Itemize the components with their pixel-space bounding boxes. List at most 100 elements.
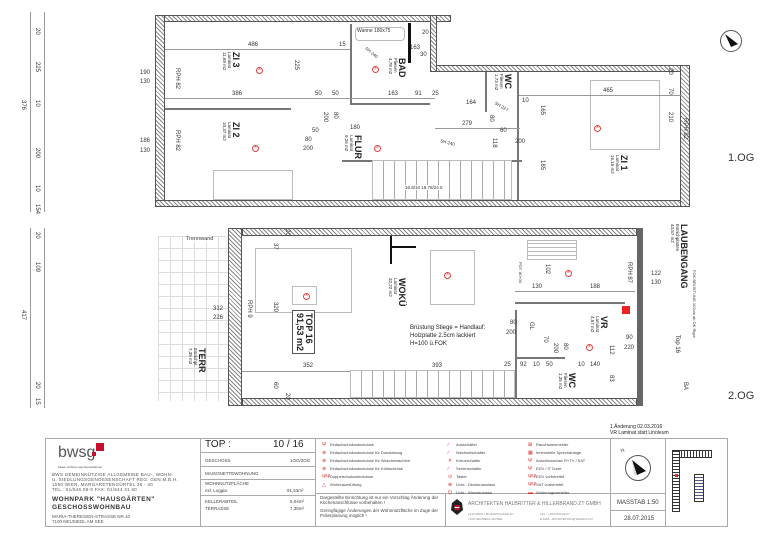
divider: [200, 495, 315, 496]
north-arrow-icon: [720, 30, 742, 52]
apartment-type: MAISONETTEWOHNUNG: [205, 471, 259, 476]
room-area: 7,35 m2: [187, 348, 193, 365]
dim: 226: [213, 315, 224, 321]
switch-icon: ∕: [448, 442, 449, 448]
wall: [517, 72, 519, 200]
top-label: TOP :: [205, 439, 231, 450]
rph-label: RPH 82: [682, 118, 688, 140]
legend-item: ⊙Taster: [448, 473, 495, 481]
dim-line: [519, 95, 682, 96]
socket-washer-icon: ⊕: [322, 458, 327, 464]
rph-label: RPH 82: [174, 68, 180, 90]
top-door-label: Top 16: [674, 335, 680, 354]
legend-label: Taster: [456, 474, 467, 479]
dim: 220: [624, 345, 635, 351]
dim: 10: [34, 100, 40, 107]
divider: [445, 493, 446, 527]
dim: 20: [284, 393, 290, 400]
intercom-icon: ▦: [528, 450, 533, 456]
wall: [350, 103, 430, 105]
ceiling-light-icon: ×: [303, 293, 310, 300]
architect-contact: 1040 WIEN | MOZARTGASSE 4/7: [468, 512, 514, 516]
divider: [200, 479, 315, 480]
project-address: MARIA-THERESIEN-STRASSE NR.10 7100 NEUSI…: [52, 514, 130, 524]
room-name: BAD: [397, 58, 407, 78]
dim: 130: [532, 284, 543, 290]
socket-fridge-icon: ⊕: [322, 466, 327, 472]
legend-label: Einfachschukosteckdose: [330, 442, 375, 447]
dim: 50: [546, 362, 553, 368]
key-plan-block: [672, 450, 680, 512]
rph-label: RPH 87: [626, 262, 632, 284]
room-name: VR: [599, 316, 609, 329]
dim: 352: [303, 363, 314, 369]
staircase: [350, 370, 515, 398]
dim: 60: [500, 128, 507, 134]
company-info: BWS GEMEINNÜTZIGE ALLGEMEINE BAU-, WOHN-…: [52, 472, 178, 492]
architect-name: ARCHITEKTEN HALBRITTER & HILLERBRAND ZT …: [468, 501, 601, 507]
dim: 200: [506, 330, 517, 336]
dim: 312: [213, 306, 224, 312]
terrace-tiles: [158, 236, 228, 401]
dim: 200: [34, 148, 40, 159]
dim: 10: [578, 362, 585, 368]
rph-label: RPH 82: [174, 130, 180, 152]
dim: 118: [491, 138, 497, 148]
legend-label: Wohnraumlüftung: [330, 482, 362, 487]
legend-switches: ∕Ausschalter ∕ Wechselschalter ✕Kreuzscha…: [448, 441, 495, 497]
revision-line: 1.Änderung 02.03.2016: [610, 424, 663, 430]
wall: [390, 236, 392, 264]
bed: [213, 170, 293, 200]
revision-line: VR Laminat statt Linoleum: [610, 430, 669, 436]
room-area: 9,26 m2: [343, 135, 349, 152]
room-name: ZI 2: [231, 122, 241, 138]
legend-item: ▬Wohnungsverteiler: [528, 489, 585, 497]
dim-line: [165, 49, 350, 50]
sh-label: SH 227: [493, 100, 510, 113]
floor-label-1og: 1.OG: [728, 152, 755, 164]
logo-tagline: bauen wohnen seit Generationen: [58, 465, 103, 469]
dim: 102: [544, 264, 550, 275]
legend-label: Kreuzschalter: [456, 458, 481, 463]
wnf-value: 91,53m²: [287, 488, 304, 493]
legend-item: ⊠Rauchwarnmelder: [528, 441, 585, 449]
tv-socket-icon: Ψ: [528, 458, 533, 464]
room-name: ZI 3: [231, 52, 241, 68]
legend-item: △ Wohnraumlüftung: [322, 481, 410, 489]
legend-label: Wechselschalter: [456, 450, 486, 455]
wall: [242, 228, 637, 236]
legend-item: ✕Kreuzschalter: [448, 457, 495, 465]
dim: 386: [232, 91, 243, 97]
dim: 180: [350, 125, 361, 131]
legend-label: Doppelschukosteckdose: [330, 474, 374, 479]
ceiling-light-icon: ×: [372, 66, 379, 73]
legend-label: Einfachschukosteckdose für Kühlschrank: [330, 466, 403, 471]
legend-item: ∕Ausschalter: [448, 441, 495, 449]
legend-item: ΨΨEDV vorbereitet: [528, 473, 585, 481]
stairs-label: 16.8/10 18.76/24.5: [405, 185, 443, 190]
dim: 210: [667, 112, 673, 123]
room-area: 4,78 m2: [387, 58, 393, 75]
dim: 50: [315, 91, 322, 97]
dining-table: [430, 250, 475, 305]
disclaimer-line: Geringfügige Änderungen der Wohnnutzfläc…: [320, 508, 438, 518]
terrasse-value: 7,35m²: [290, 506, 305, 511]
sat-prepared-icon: ΨΨ: [528, 482, 537, 488]
dim: 10: [533, 362, 540, 368]
project-line: WOHNPARK "HAUSGÄRTEN": [52, 496, 155, 503]
two-way-switch-icon: ∕: [448, 450, 449, 456]
sh-label: SH 240: [364, 45, 379, 60]
ceiling-light-icon: ×: [565, 270, 572, 277]
ventilation-icon: △: [322, 482, 326, 488]
dim: 15: [339, 42, 346, 48]
dim: 80: [510, 320, 517, 326]
dim: 154: [34, 204, 40, 215]
dim: 200: [552, 343, 558, 354]
room-area: 11,69 m2: [221, 52, 227, 71]
dim: 20: [34, 232, 40, 239]
dim: 186: [140, 138, 151, 144]
